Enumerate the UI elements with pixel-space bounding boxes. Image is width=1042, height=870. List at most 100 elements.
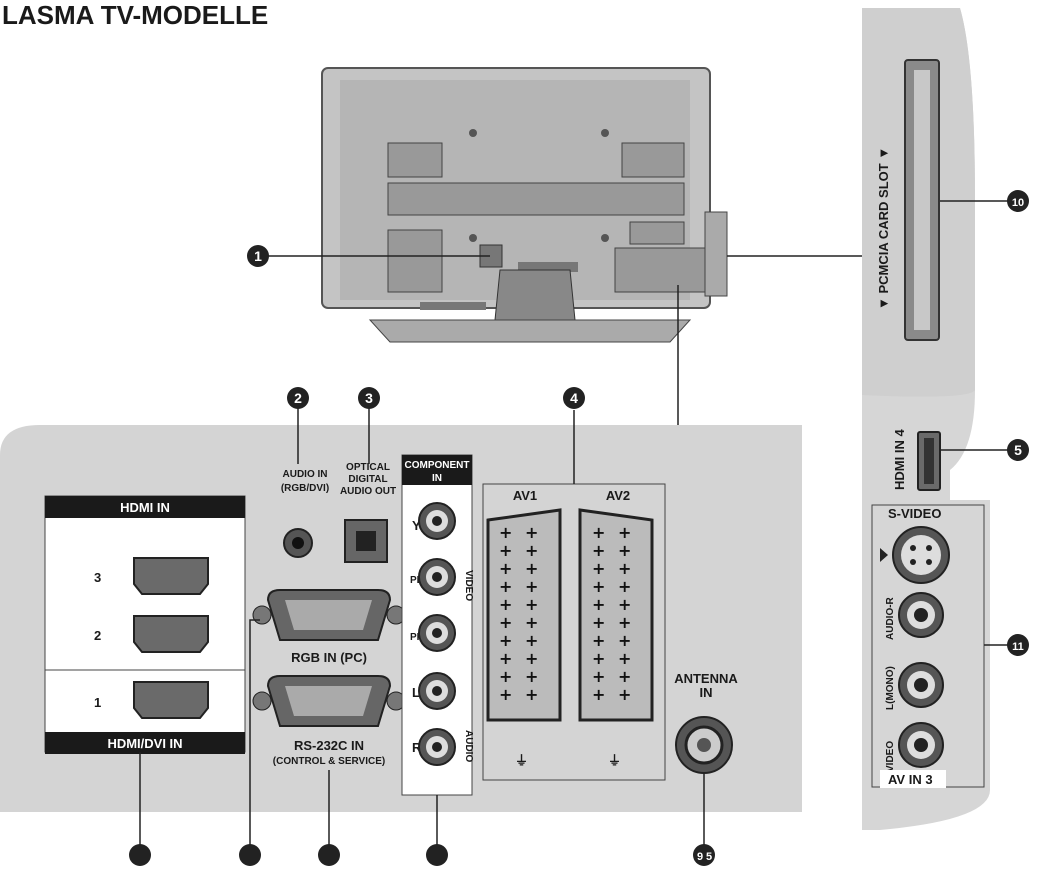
tv-stand-neck [494,269,576,321]
pcmcia-slot-opening [914,70,930,330]
callout-bottom-rgb [239,844,261,866]
audio-out-label: AUDIO OUT [340,486,396,497]
tv-stand-base [368,319,692,343]
scart-pin: + [618,685,631,704]
scart-pin: + [499,559,512,578]
scart-pin: + [499,595,512,614]
video-side-label: VIDEO [885,741,896,772]
scart-pin: + [618,523,631,542]
rgb-dvi-label: (RGB/DVI) [281,483,329,494]
audio-r-label: AUDIO-R [885,596,896,640]
hdmi-in4-label: HDMI IN 4 [892,429,907,490]
av-in3-label: AV IN 3 [888,772,933,787]
page-title: LASMA TV-MODELLE [2,0,268,30]
antenna-in-label: IN [700,685,713,700]
av2-label: AV2 [606,488,630,503]
callout-1 [247,245,269,267]
scart-pin: + [499,631,512,650]
hdmi-3-port [133,557,209,595]
scart-pin: + [525,685,538,704]
audio-in-label: AUDIO IN [283,469,328,480]
av2-ground-icon: ⏚ [608,753,621,768]
component-pr-label: PR [410,632,425,643]
scart-pin: + [618,613,631,632]
scart-pin: + [499,613,512,632]
scart-pin: + [618,667,631,686]
callout-5 [1007,439,1029,461]
hdmi-2-number: 2 [94,628,101,643]
component-l-label: L [412,685,420,700]
scart-pin: + [525,577,538,596]
scart-pin: + [618,649,631,668]
scart-pin: + [592,613,605,632]
rs232c-in-label: RS-232C IN [294,738,364,753]
callout-4 [563,387,585,409]
hdmi-3-number: 3 [94,570,101,585]
scart-pin: + [592,685,605,704]
svg-text:1: 1 [254,248,262,264]
svg-text:5: 5 [1014,442,1022,458]
svg-text:4: 4 [570,390,578,406]
scart-pin: + [525,523,538,542]
s-video-arrow-icon [880,548,888,562]
scart-pin: + [618,577,631,596]
svg-text:5: 5 [706,851,712,863]
svg-text:11: 11 [1012,641,1024,653]
hdmi-in-header [45,496,245,518]
hdmi-dvi-in-label: HDMI/DVI IN [107,736,182,751]
callout-bottom-rs232c [318,844,340,866]
callout-2 [287,387,309,409]
digital-label: DIGITAL [348,474,387,485]
hdmi-2-port [133,615,209,653]
hdmi-1-port [133,681,209,719]
av1-scart-pins: ++++++++++++++++++++ [499,523,538,704]
scart-pin: + [592,631,605,650]
scart-pin: + [499,667,512,686]
av-in3-label-bg [880,770,946,788]
scart-pin: + [592,523,605,542]
tv-side-terminal [704,211,728,297]
svg-text:9: 9 [697,851,703,863]
scart-pin: + [525,631,538,650]
pcmcia-label: ▼ PCMCIA CARD SLOT ▼ [876,147,891,310]
antenna-label: ANTENNA [674,671,738,686]
callout-bottom-component [426,844,448,866]
scart-pin: + [499,541,512,560]
svg-text:2: 2 [294,390,302,406]
scart-pin: + [592,649,605,668]
scart-pin: + [525,559,538,578]
callout-3 [358,387,380,409]
callout-9 [693,844,715,866]
svg-text:3: 3 [365,390,373,406]
scart-pin: + [499,577,512,596]
control-service-label: (CONTROL & SERVICE) [273,756,385,767]
scart-pin: + [525,613,538,632]
l-mono-label: L(MONO) [885,666,896,710]
component-in-label: IN [432,473,442,484]
scart-pin: + [618,559,631,578]
component-pb-label: PB [410,575,424,586]
component-label: COMPONENT [405,460,470,471]
s-video-label: S-VIDEO [888,506,941,521]
scart-pin: + [618,595,631,614]
av2-scart-pins: ++++++++++++++++++++ [592,523,631,704]
scart-pin: + [592,577,605,596]
scart-pin: + [499,649,512,668]
scart-pin: + [499,685,512,704]
scart-pin: + [618,541,631,560]
svg-text:10: 10 [1012,197,1024,209]
scart-pin: + [618,631,631,650]
hdmi-1-number: 1 [94,695,101,710]
component-video-label: VIDEO [463,570,474,601]
hdmi-dvi-header [45,732,245,754]
av1-label: AV1 [513,488,537,503]
callout-bottom-hdmi [129,844,151,866]
component-y-label: Y [412,518,421,533]
rgb-in-pc-label: RGB IN (PC) [291,650,367,665]
av1-scart-port [486,508,562,722]
av2-scart-port [578,508,654,722]
component-audio-label: AUDIO [463,730,474,762]
scart-pin: + [592,541,605,560]
optical-label: OPTICAL [346,462,390,473]
